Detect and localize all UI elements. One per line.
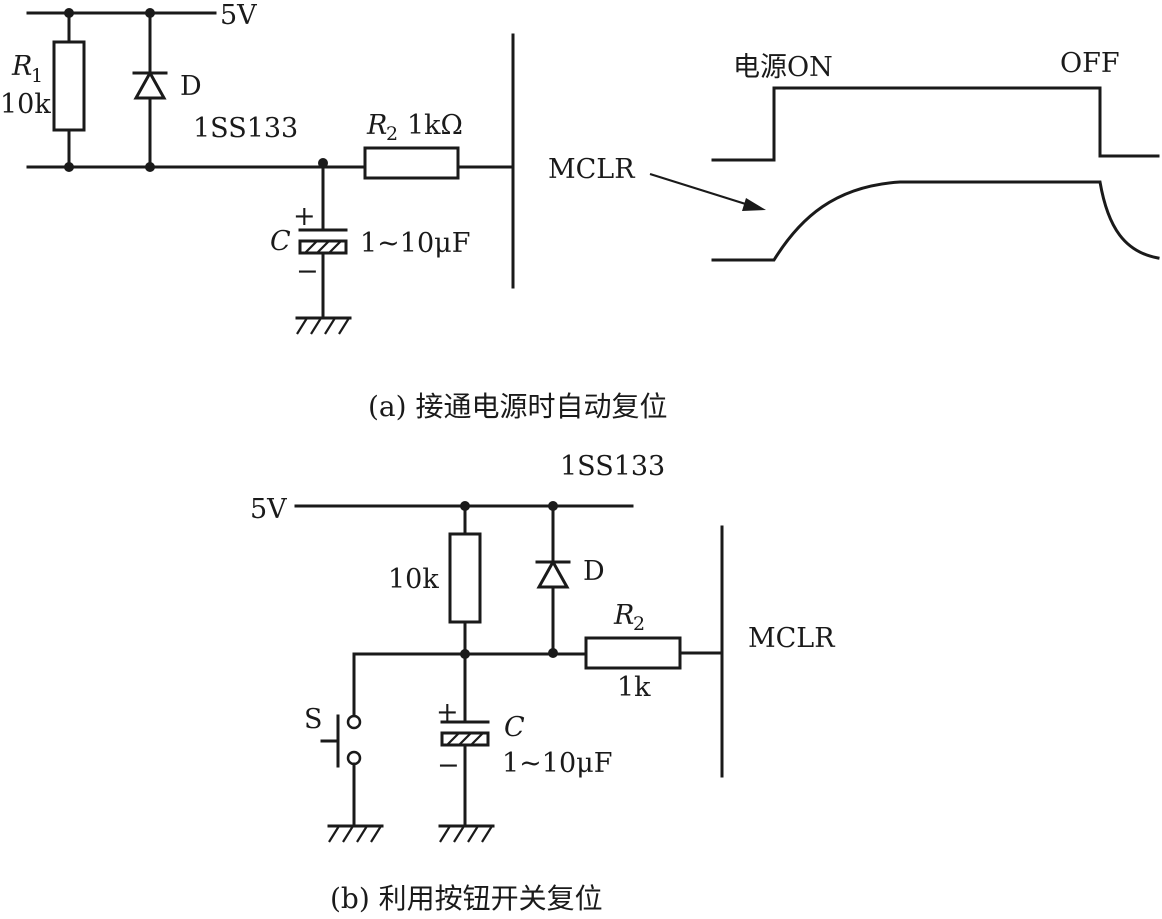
r2-value-b: 1k [617, 672, 651, 703]
mclr-waveform [711, 180, 1160, 262]
mclr-arrow [649, 172, 753, 208]
circuit-a: 5V R 1 10k D 1SS133 R 2 1kΩ [0, 0, 515, 335]
cap-name-a: C [270, 226, 291, 257]
cap-plus-a: + [293, 201, 316, 232]
resistor-r2-a [363, 146, 460, 180]
r1-value: 10k [0, 89, 51, 120]
arrow-head-icon [742, 198, 766, 211]
r1-value-b: 10k [388, 564, 439, 595]
junction-dot [460, 501, 470, 511]
junction-dot [145, 8, 155, 18]
supply-label-b: 5V [250, 494, 287, 525]
ground-hatch [338, 317, 350, 335]
junction-dot [548, 648, 558, 658]
timing-diagram: 电源ON OFF MCLR [548, 48, 1160, 262]
ground-hatch [310, 317, 322, 335]
caption-b: (b) 利用按钮开关复位 [330, 882, 603, 915]
ground-hatch [296, 317, 308, 335]
ground-hatch [467, 825, 479, 843]
ground-hatch [439, 825, 451, 843]
cap-hatch [458, 732, 472, 746]
ground-hatch [370, 825, 382, 843]
diode-part-a: 1SS133 [193, 113, 298, 144]
mclr-label-timing: MCLR [548, 154, 635, 185]
r2-subscript-a: 2 [386, 123, 398, 145]
caption-a: (a) 接通电源时自动复位 [368, 390, 667, 423]
cap-plus-b: + [436, 697, 459, 728]
cap-value-a: 1~10μF [360, 228, 470, 259]
switch-contact-top [346, 714, 362, 730]
junction-dot [64, 162, 74, 172]
mclr-label-b: MCLR [748, 623, 835, 654]
cap-hatch [328, 240, 342, 254]
cap-minus-b: − [437, 750, 460, 781]
junction-dot [548, 501, 558, 511]
diode-label-a: D [180, 71, 202, 102]
junction-dot [64, 8, 74, 18]
diode-part-b: 1SS133 [560, 451, 665, 482]
r2-name-a: R [366, 110, 387, 141]
resistor-r2-b [584, 636, 682, 670]
r2-subscript-b: 2 [633, 613, 645, 635]
cap-hatch [470, 732, 484, 746]
diode-d-b [536, 558, 570, 589]
diode-label-b: D [583, 556, 605, 587]
supply-label-a: 5V [220, 0, 257, 31]
cap-value-b: 1~10μF [502, 748, 612, 779]
ground-hatch [324, 317, 336, 335]
cap-hatch [304, 240, 318, 254]
r1-subscript: 1 [31, 65, 43, 87]
r2-value-a: 1kΩ [407, 110, 463, 141]
ground-hatch [356, 825, 368, 843]
power-on-label: 电源ON [733, 52, 833, 83]
power-off-label: OFF [1060, 48, 1120, 79]
junction-dot [145, 162, 155, 172]
ground-hatch [481, 825, 493, 843]
cap-hatch [446, 732, 460, 746]
cap-hatch [316, 240, 330, 254]
cap-minus-a: − [296, 256, 319, 287]
circuit-b: 1SS133 5V 10k D R 2 1k MCLR [250, 451, 835, 843]
ground-hatch [342, 825, 354, 843]
switch-label: S [304, 704, 323, 735]
r2-name-b: R [613, 600, 634, 631]
switch-contact-bottom [346, 750, 362, 766]
ground-hatch [453, 825, 465, 843]
resistor-r1 [52, 40, 86, 132]
power-waveform [711, 86, 1160, 162]
diode-d-a [133, 69, 167, 100]
r1-name: R [11, 51, 32, 82]
ground-hatch [328, 825, 340, 843]
resistor-r1-b [448, 532, 482, 624]
cap-name-b: C [504, 712, 525, 743]
